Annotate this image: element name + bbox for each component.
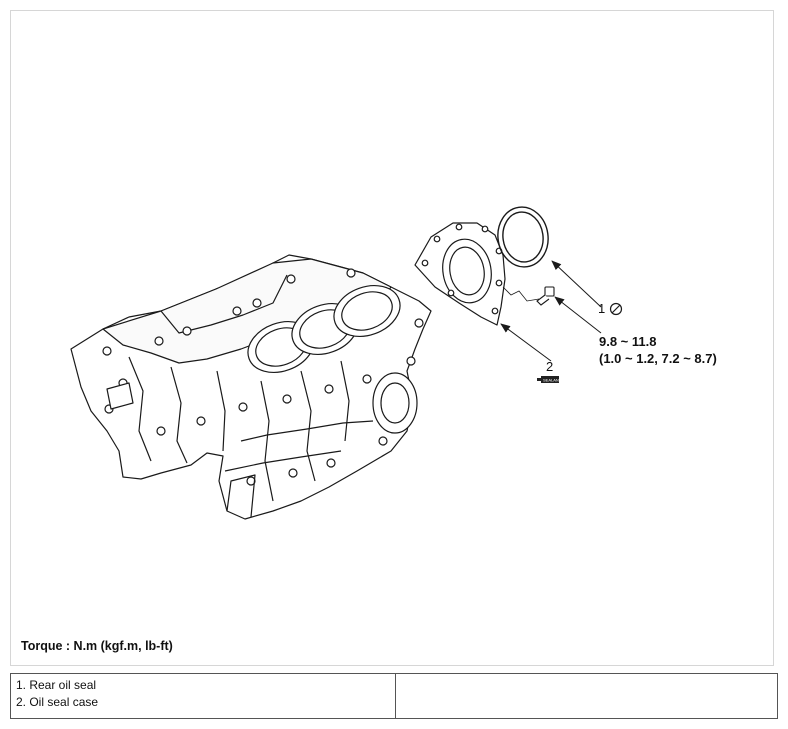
legend-item-oil-seal-case: 2. Oil seal case — [16, 695, 99, 709]
torque-caption: Torque : N.m (kgf.m, lb-ft) — [21, 639, 173, 653]
leader-item1 — [551, 260, 602, 308]
legend-item-rear-oil-seal: 1. Rear oil seal — [16, 678, 97, 692]
cylinder-block — [70, 254, 432, 520]
legend-table: 1. Rear oil seal 2. Oil seal case — [10, 673, 778, 719]
sealant-icon-text: SEALANT — [543, 378, 562, 383]
torque-spec: 9.8 ~ 11.8 (1.0 ~ 1.2, 7.2 ~ 8.7) — [599, 333, 717, 367]
diagram-drawing: SEALANT — [70, 206, 623, 520]
legend-cell: 1. Rear oil seal 2. Oil seal case — [10, 673, 396, 719]
torque-spec-alt: (1.0 ~ 1.2, 7.2 ~ 8.7) — [599, 351, 717, 366]
legend-cell-empty — [395, 673, 778, 719]
callout-item2: 2 — [546, 359, 554, 374]
exploded-diagram: SEALANT 1 2 9.8 ~ 11.8 (1.0 ~ 1.2, 7.2 ~… — [10, 10, 774, 666]
alignment-line — [502, 286, 540, 302]
leader-item2 — [500, 323, 552, 362]
oil-seal-case — [414, 222, 506, 326]
sealant-icon: SEALANT — [537, 376, 562, 383]
callout-item1: 1 — [598, 301, 606, 316]
torque-spec-nm: 9.8 ~ 11.8 — [599, 334, 657, 349]
leader-bolt — [554, 296, 602, 334]
do-not-reuse-icon — [609, 302, 623, 316]
rear-oil-seal — [497, 206, 549, 268]
bolt — [536, 286, 555, 306]
